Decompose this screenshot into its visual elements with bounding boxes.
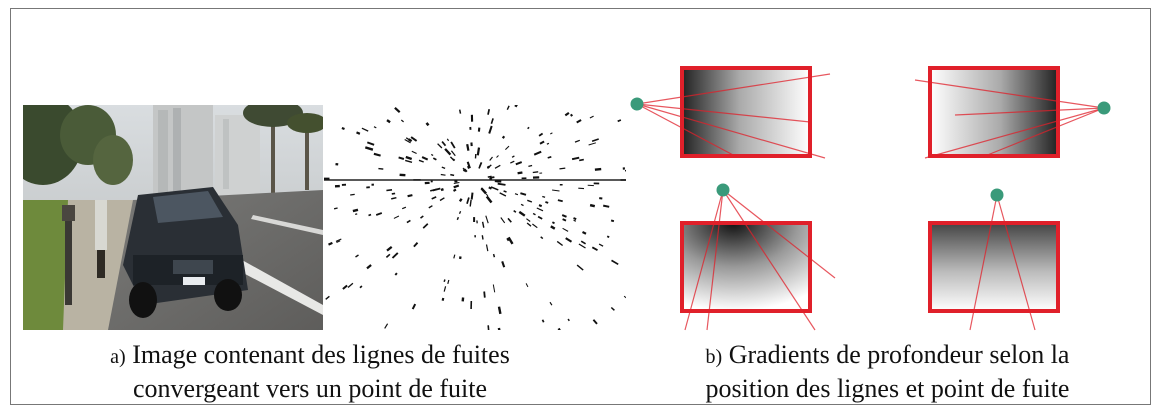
gradient-bottom xyxy=(928,188,1060,331)
caption-a-line2: convergeant vers un point de fuite xyxy=(132,374,488,403)
caption-b-tag: b) xyxy=(705,346,723,368)
gradient-top xyxy=(680,183,836,331)
depth-gradients xyxy=(625,60,1135,335)
gradient-right xyxy=(914,66,1111,159)
caption-b: b) Gradients de profondeur selon la posi… xyxy=(635,339,1140,404)
caption-b-line1: Gradients de profondeur selon la xyxy=(728,340,1070,369)
caption-b-line2: position des lignes et point de fuite xyxy=(705,374,1070,403)
edge-map xyxy=(324,105,626,330)
caption-a: a) Image contenant des lignes de fuites … xyxy=(30,339,590,404)
vanishing-point xyxy=(990,188,1004,202)
vanishing-point xyxy=(1097,101,1111,115)
caption-a-tag: a) xyxy=(110,346,126,368)
street-photo xyxy=(23,105,323,330)
caption-a-line1: Image contenant des lignes de fuites xyxy=(132,340,510,369)
vanishing-point xyxy=(630,97,644,111)
vanishing-point xyxy=(716,183,730,197)
gradient-left xyxy=(630,66,831,159)
